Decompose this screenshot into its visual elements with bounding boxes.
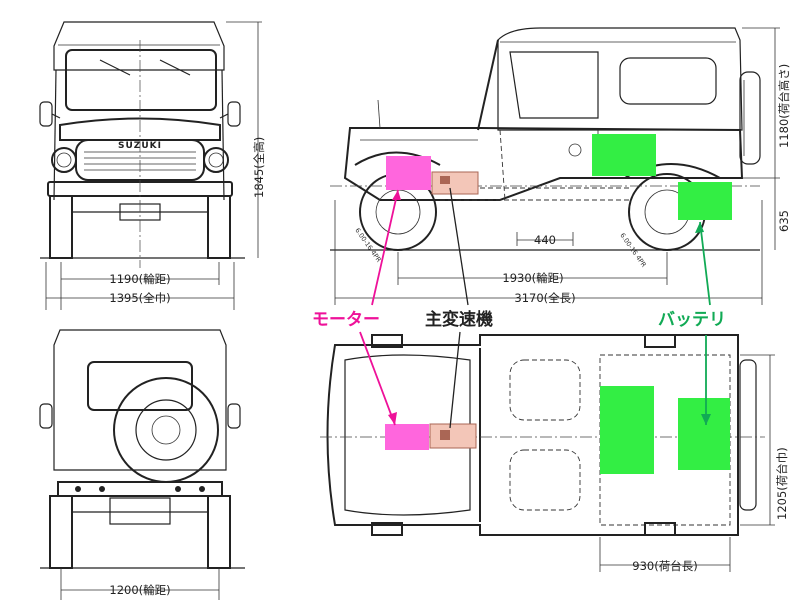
battery-top-block-2: [678, 398, 730, 470]
battery-top-block-1: [600, 386, 654, 474]
front-view: SUZUKI: [39, 21, 262, 310]
overall-width-label: 1395(全巾): [109, 291, 170, 305]
motor-label: モーター: [312, 310, 380, 330]
motor-top-block: [385, 424, 429, 450]
bed-width-label: 1205(荷台巾): [775, 447, 789, 520]
bed-length-label: 930(荷台長): [632, 559, 697, 573]
top-view: [320, 334, 775, 572]
rear-view: [39, 329, 245, 600]
transmission-label: 主変速機: [425, 309, 493, 330]
front-tread-label: 1190(輪距): [109, 272, 170, 286]
motor-side-block: [386, 156, 431, 190]
motor-callout-arrows: [359, 189, 401, 426]
overall-height-label: 1845(全高): [252, 137, 266, 198]
battery-label: バッテリ: [658, 310, 726, 330]
battery-side-block-1: [592, 134, 656, 176]
dim-440-label: 440: [534, 233, 556, 247]
battery-side-block-2: [678, 182, 732, 220]
wheelbase-label: 1930(輪距): [502, 271, 563, 285]
ground-635-label: 635: [777, 210, 791, 232]
grille-badge: SUZUKI: [118, 141, 162, 151]
transmission-callout-arrows: [449, 187, 469, 429]
transmission-top-block: [429, 423, 477, 449]
bed-height-label: 1180(荷台高さ): [777, 64, 791, 148]
transmission-side-block: [431, 171, 479, 195]
battery-callout-arrows: [695, 221, 711, 425]
rear-tread-label: 1200(輪距): [109, 583, 170, 597]
overall-length-label: 3170(全長): [514, 291, 575, 305]
